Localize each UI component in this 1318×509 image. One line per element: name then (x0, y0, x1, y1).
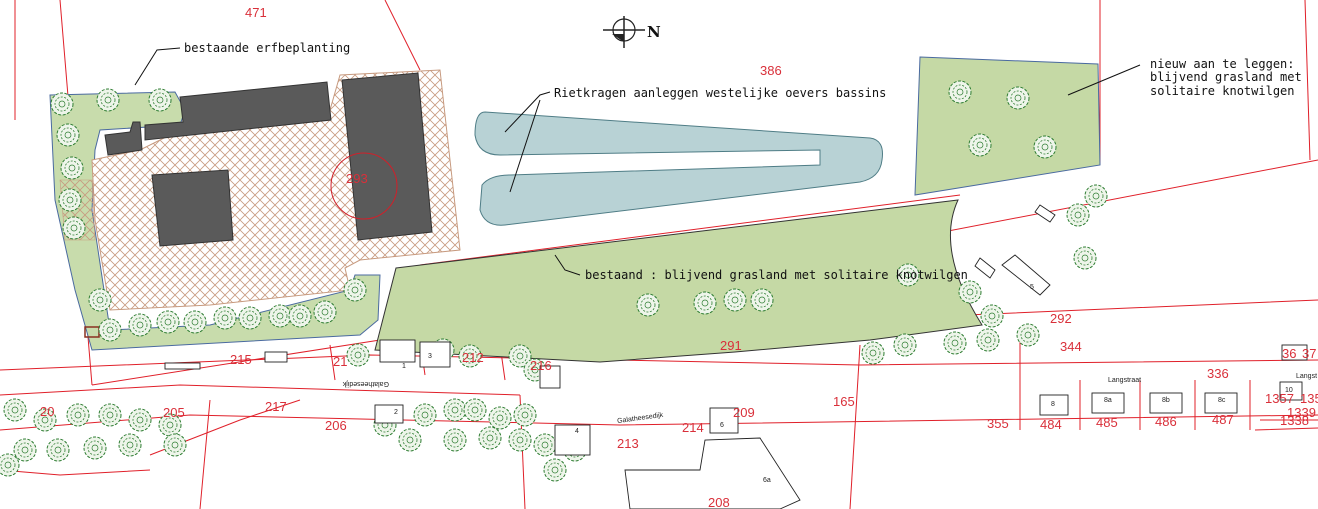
parcel-number: 386 (760, 63, 782, 78)
north-label: N (647, 23, 661, 41)
parcel-number: 217 (265, 399, 287, 414)
parcel-number: 213 (617, 436, 639, 451)
parcel-number: 21 (333, 354, 347, 369)
parcel-number: 212 (462, 350, 484, 365)
parcel-number: 355 (987, 416, 1009, 431)
annotation-bestaand-grasland: bestaand : blijvend grasland met solitai… (585, 268, 968, 282)
basin-west (474, 111, 883, 226)
house-number: 8b (1162, 397, 1170, 404)
annotation-rietkragen: Rietkragen aanleggen westelijke oevers b… (554, 86, 886, 100)
street-name: Langstraat (1108, 377, 1141, 384)
street-name: Langst (1296, 373, 1317, 380)
building-north (144, 81, 332, 141)
street-name: Galatheesedijk (342, 380, 389, 387)
house-number: 4 (575, 428, 579, 435)
house-number: 6a (763, 477, 771, 484)
parcel-number: 209 (733, 405, 755, 420)
house-number: 1 (402, 363, 406, 370)
parcel-number: 205 (163, 405, 185, 420)
parcel-number: 208 (708, 495, 730, 509)
annotation-nieuw-line1: nieuw aan te leggen: (1150, 57, 1295, 71)
parcel-number: 215 (230, 352, 252, 367)
parcel-number: 484 (1040, 417, 1062, 432)
barn-square (151, 169, 234, 247)
house-number: 8 (1051, 401, 1055, 408)
house-number: 3 (428, 353, 432, 360)
parcel-number: 291 (720, 338, 742, 353)
north-arrow-icon: N (603, 16, 661, 48)
parcel-number: 485 (1096, 415, 1118, 430)
annotation-nieuw-line3: solitaire knotwilgen (1150, 84, 1295, 98)
parcel-number: 1339 (1287, 405, 1316, 420)
house-number: 8c (1218, 397, 1226, 404)
house-number: 5 (1030, 284, 1034, 291)
parcel-number: 36 (1282, 346, 1296, 361)
annotation-leaders (134, 47, 1141, 276)
parcel-number: 293 (346, 171, 368, 186)
parcel-number: 486 (1155, 414, 1177, 429)
parcel-number: 471 (245, 5, 267, 20)
parcel-number: 37 (1302, 346, 1316, 361)
house-number: 8a (1104, 397, 1112, 404)
house-number: 2 (394, 409, 398, 416)
farm-buildings (104, 72, 433, 247)
barn-large (341, 72, 433, 241)
parcel-number: 1357 (1265, 391, 1294, 406)
house-number: 10 (1285, 387, 1293, 394)
parcel-number: 216 (530, 358, 552, 373)
parcel-number: 20 (40, 404, 54, 419)
parcel-number: 214 (682, 420, 704, 435)
parcel-293-circle (330, 152, 398, 220)
building-small (104, 121, 143, 156)
annotation-nieuw-line2: blijvend grasland met (1150, 70, 1302, 84)
parcel-number: 487 (1212, 412, 1234, 427)
parcel-numbers: 471 386 293 291 292 344 336 215 217 205 … (40, 5, 1318, 509)
houses (164, 204, 1308, 509)
street-name: Galatheesedijk (617, 412, 664, 425)
parcel-number: 165 (833, 394, 855, 409)
parcel-number: 336 (1207, 366, 1229, 381)
parcel-number: 344 (1060, 339, 1082, 354)
house-number: 6 (720, 422, 724, 429)
parcel-number: 206 (325, 418, 347, 433)
new-grassland-area (914, 56, 1101, 196)
parcel-number: 292 (1050, 311, 1072, 326)
parcel-number: 1358 (1300, 391, 1318, 406)
house-numbers: 1 2 3 4 5 6 6a 8 8a 8b 8c 10 (394, 284, 1293, 484)
existing-grassland-area (374, 199, 983, 363)
parcel-number: 1338 (1280, 413, 1309, 428)
annotation-bestaande-erfbeplanting: bestaande erfbeplanting (184, 41, 350, 55)
